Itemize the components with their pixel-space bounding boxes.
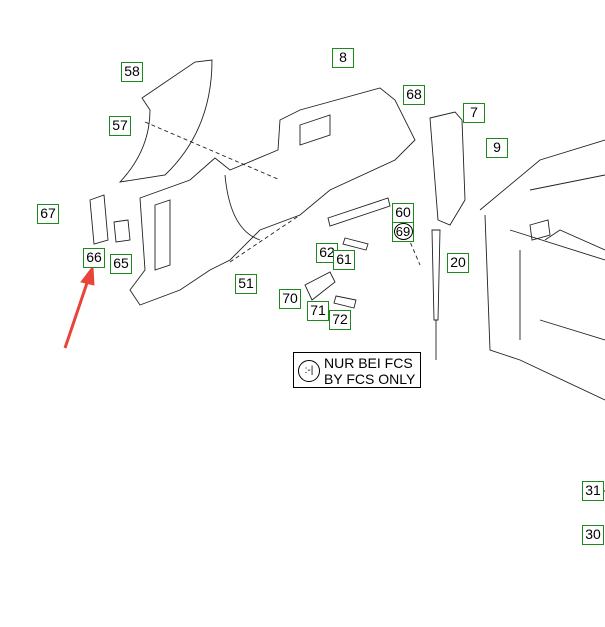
callout-30[interactable]: 30 bbox=[582, 525, 604, 545]
callout-20[interactable]: 20 bbox=[447, 253, 469, 273]
callout-71[interactable]: 71 bbox=[307, 301, 329, 321]
callout-69[interactable]: 69 bbox=[392, 222, 414, 242]
note-line-1: NUR BEI FCS bbox=[324, 355, 413, 371]
callout-69-text: 69 bbox=[393, 223, 413, 240]
callout-66[interactable]: 66 bbox=[83, 248, 105, 268]
callout-8[interactable]: 8 bbox=[332, 48, 354, 68]
bracket-part bbox=[89, 194, 109, 245]
note-line-2: BY FCS ONLY bbox=[324, 371, 416, 387]
rail-part bbox=[327, 197, 391, 227]
red-pointer-arrow-icon bbox=[63, 264, 95, 349]
callout-9[interactable]: 9 bbox=[486, 138, 508, 158]
callout-65[interactable]: 65 bbox=[110, 254, 132, 274]
frame-part bbox=[479, 139, 605, 401]
callout-61[interactable]: 61 bbox=[333, 250, 355, 270]
callout-72[interactable]: 72 bbox=[329, 310, 351, 330]
gas-spring bbox=[431, 229, 441, 321]
callout-68[interactable]: 68 bbox=[403, 85, 425, 105]
fcs-only-note: :-| NUR BEI FCS BY FCS ONLY bbox=[293, 352, 421, 388]
callout-67[interactable]: 67 bbox=[37, 204, 59, 224]
shield-part bbox=[118, 59, 213, 183]
face-symbol-icon: :-| bbox=[298, 360, 320, 382]
callout-58[interactable]: 58 bbox=[121, 62, 143, 82]
callout-60[interactable]: 60 bbox=[392, 203, 414, 223]
callout-7[interactable]: 7 bbox=[463, 103, 485, 123]
cover-part bbox=[429, 111, 466, 226]
callout-51[interactable]: 51 bbox=[235, 274, 257, 294]
callout-31[interactable]: 31 bbox=[582, 481, 604, 501]
callout-57[interactable]: 57 bbox=[109, 116, 131, 136]
callout-70[interactable]: 70 bbox=[279, 289, 301, 309]
panel-part bbox=[129, 87, 416, 306]
